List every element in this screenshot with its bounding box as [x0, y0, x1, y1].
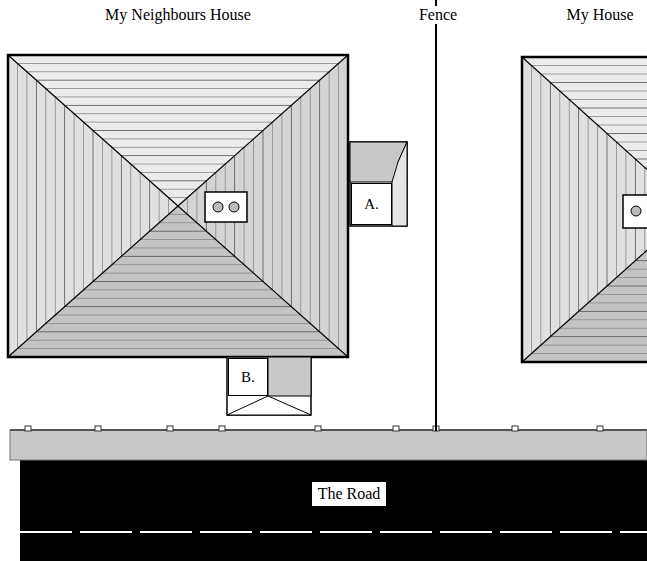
footpath: [10, 430, 647, 460]
fence-post: [512, 426, 518, 431]
fence-line: [435, 0, 437, 431]
chimney: [623, 195, 647, 228]
road-surface: [20, 460, 647, 561]
extension-roof: [392, 142, 407, 226]
roof-course: [607, 134, 647, 287]
front-boundary: [10, 429, 647, 431]
roof-hip: [8, 55, 178, 206]
roof-course: [598, 125, 647, 294]
fence-post: [95, 426, 101, 431]
house-label: My Neighbours House: [103, 6, 253, 24]
fence-post: [219, 426, 225, 431]
chimney-flue: [213, 202, 223, 212]
fence-post: [597, 426, 603, 431]
extension-roof: [268, 357, 311, 396]
road-marking: [20, 531, 647, 533]
extension-a: [350, 142, 407, 226]
fence-post: [315, 426, 321, 431]
extension-label: A.: [351, 183, 392, 225]
fence-post: [167, 426, 173, 431]
my-roof: [522, 57, 647, 362]
road-name: The Road: [311, 481, 388, 507]
roof-course: [531, 66, 647, 354]
roof-hip: [8, 206, 178, 357]
house-label: My House: [564, 6, 635, 24]
roof-hip: [522, 210, 647, 362]
fence-post: [25, 426, 31, 431]
extension-roof: [227, 396, 311, 415]
roof-outline: [522, 57, 647, 362]
extension-b: [227, 357, 311, 415]
extension-label: B.: [228, 358, 268, 396]
roof-course: [588, 117, 647, 303]
chimney-flue: [229, 202, 239, 212]
fence-post: [393, 426, 399, 431]
roof-hip: [522, 57, 647, 210]
fence-posts: [25, 426, 603, 431]
roof-course: [569, 100, 647, 320]
roof-hip: [178, 206, 348, 357]
roof-outline: [8, 55, 348, 357]
chimney: [205, 192, 247, 222]
roof-course: [560, 91, 647, 328]
road-band: The Road: [20, 460, 647, 561]
house-label: Fence: [417, 6, 459, 24]
roof-course: [541, 74, 647, 345]
roof-hip: [178, 55, 348, 206]
neighbour-roof: [8, 55, 348, 357]
extension-letter: A.: [364, 196, 379, 213]
roof-course: [550, 83, 647, 337]
roof-course: [616, 142, 647, 278]
extension-letter: B.: [241, 369, 255, 386]
chimney-flue: [631, 206, 641, 216]
